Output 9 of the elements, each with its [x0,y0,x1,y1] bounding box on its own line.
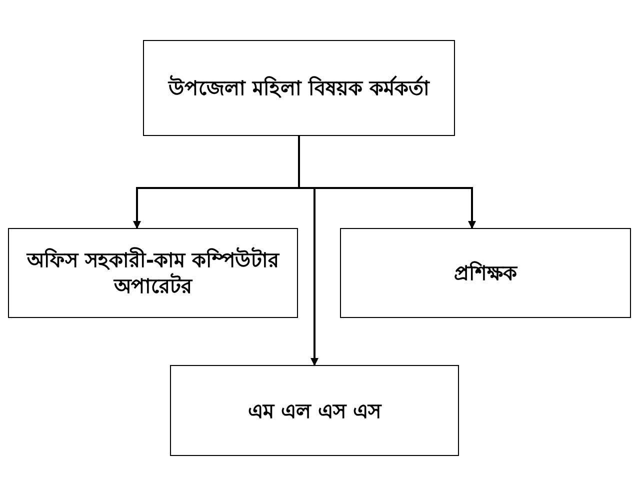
node-label: উপজেলা মহিলা বিষয়ক কর্মকর্তা [166,74,431,102]
org-box [143,40,455,136]
node-label: এম এল এস এস [247,398,383,424]
org-box [8,228,298,318]
node-label: প্রশিক্ষক [453,260,519,287]
node-label: অফিস সহকারী-কাম কম্পিউটার অপারেটর [25,246,281,300]
connector-arrow [298,136,318,366]
org-box [170,365,459,456]
org-box [340,228,631,318]
